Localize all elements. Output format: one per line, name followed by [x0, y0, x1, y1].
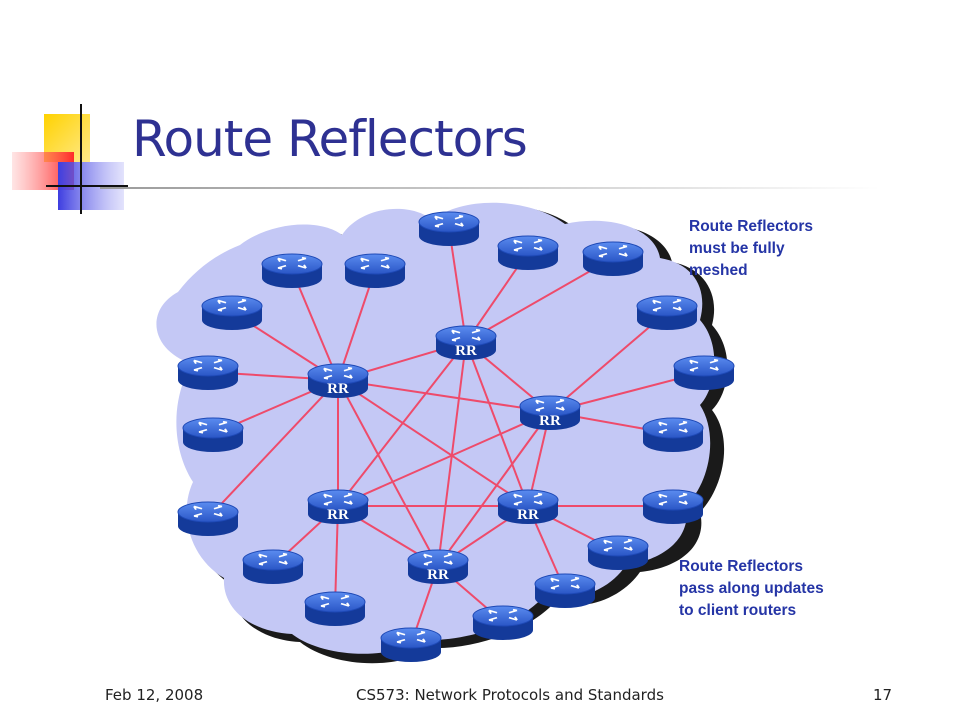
mesh-link — [437, 341, 467, 567]
route-reflector-label: RR — [517, 507, 539, 523]
annotation-pass-updates: Route Reflectors pass along updates to c… — [679, 556, 879, 622]
client-router-icon — [642, 417, 704, 452]
footer-page-number: 17 — [873, 686, 893, 704]
client-link — [337, 269, 376, 381]
slide-title: Route Reflectors — [132, 110, 528, 168]
mesh-link — [437, 411, 551, 567]
footer-course: CS573: Network Protocols and Standards — [356, 686, 664, 704]
client-router-icon — [201, 295, 263, 330]
annotation-line: Route Reflectors — [689, 218, 814, 235]
route-reflector-label: RR — [327, 381, 349, 397]
client-link — [207, 379, 339, 519]
mesh-link — [337, 341, 467, 507]
client-router-icon — [582, 241, 644, 276]
client-link — [448, 227, 467, 343]
client-router-icon — [642, 489, 704, 524]
client-link — [291, 269, 339, 381]
client-link — [465, 257, 614, 343]
client-link — [549, 311, 668, 413]
route-reflector-router-icon — [307, 363, 369, 398]
mesh-link — [337, 411, 551, 507]
client-router-icon — [418, 211, 480, 246]
annotation-line: pass along updates — [679, 580, 824, 597]
client-router-icon — [497, 235, 559, 270]
route-reflector-router-icon — [407, 549, 469, 584]
title-divider — [100, 187, 880, 189]
client-router-icon — [177, 501, 239, 536]
client-router-icon — [673, 355, 735, 390]
network-cloud — [156, 202, 715, 654]
client-router-icon — [177, 355, 239, 390]
route-reflector-label: RR — [455, 343, 477, 359]
route-reflector-router-icon — [435, 325, 497, 360]
route-reflector-router-icon — [519, 395, 581, 430]
annotation-line: meshed — [689, 262, 748, 279]
mesh-link — [337, 379, 439, 567]
client-router-icon — [261, 253, 323, 288]
route-reflector-label: RR — [427, 567, 449, 583]
route-reflector-label: RR — [539, 413, 561, 429]
route-reflector-router-icon — [497, 489, 559, 524]
client-router-icon — [534, 573, 596, 608]
client-router-icon — [344, 253, 406, 288]
annotation-line: to client routers — [679, 602, 797, 619]
client-router-icon — [242, 549, 304, 584]
client-router-icon — [380, 627, 442, 662]
router-layer: RR RR RR RR RR RR — [177, 211, 735, 662]
client-router-icon — [636, 295, 698, 330]
slide-logo-icon — [12, 104, 128, 214]
mesh-link — [465, 341, 529, 507]
annotation-line: Route Reflectors — [679, 558, 804, 575]
mesh-link — [337, 379, 551, 413]
annotation-line: must be fully — [689, 240, 785, 257]
route-reflector-label: RR — [327, 507, 349, 523]
client-router-icon — [587, 535, 649, 570]
annotation-fully-meshed: Route Reflectors must be fully meshed — [689, 216, 889, 282]
client-router-icon — [472, 605, 534, 640]
client-router-icon — [182, 417, 244, 452]
footer-date: Feb 12, 2008 — [105, 686, 204, 704]
client-router-icon — [304, 591, 366, 626]
route-reflector-router-icon — [307, 489, 369, 524]
